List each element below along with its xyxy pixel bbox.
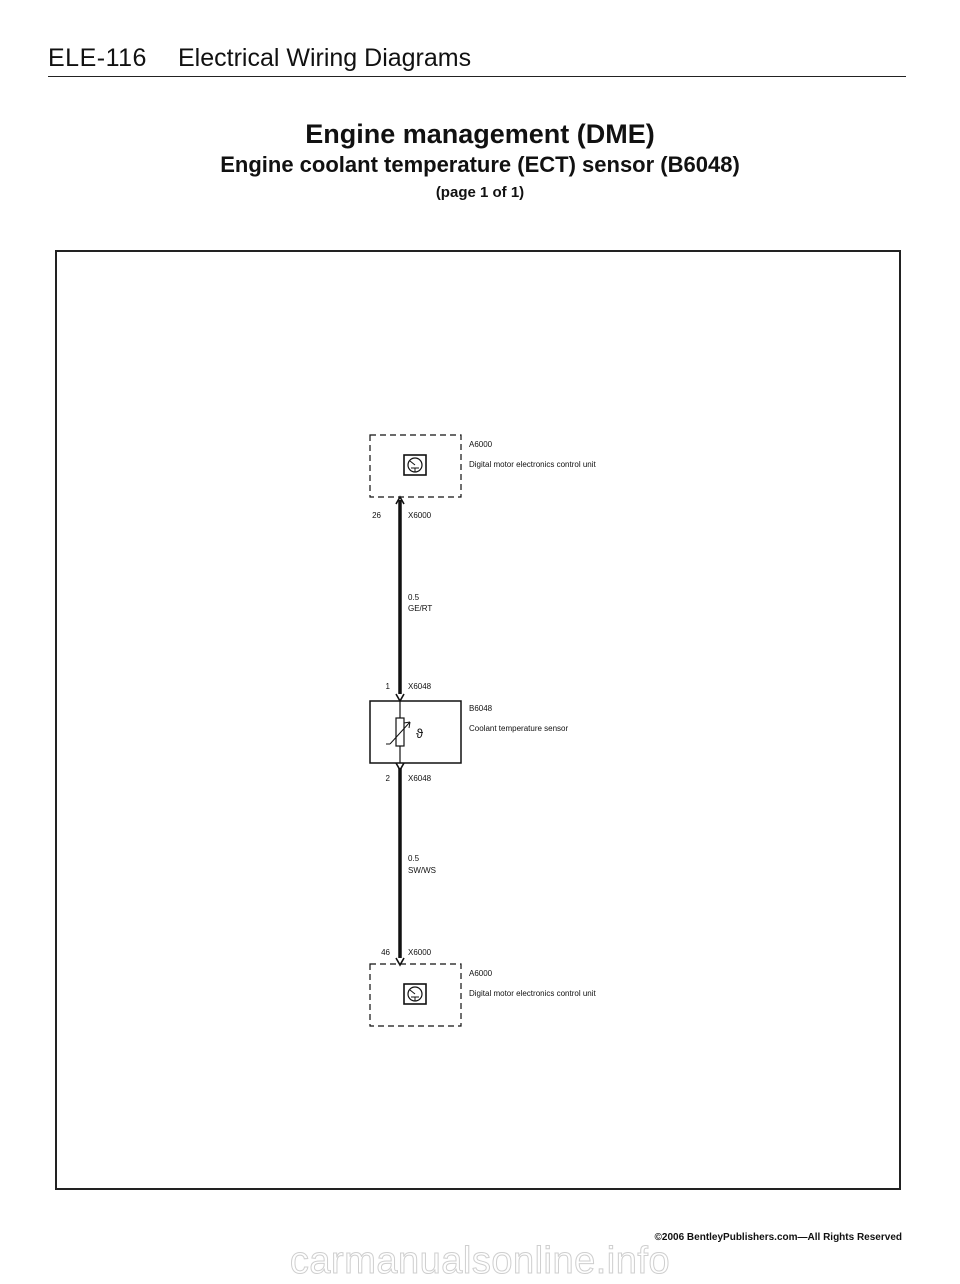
ecu-module-icon bbox=[403, 454, 427, 476]
bottom-module-description: Digital motor electronics control unit bbox=[469, 989, 596, 998]
connector-top-id: X6000 bbox=[408, 511, 432, 520]
connector-x6000-top-symbol bbox=[395, 495, 405, 505]
sensor-pin2-number: 2 bbox=[386, 774, 391, 783]
sensor-box bbox=[369, 700, 462, 764]
connector-x6048-pin1-symbol bbox=[395, 693, 405, 703]
page-header: ELE-116 Electrical Wiring Diagrams bbox=[48, 40, 906, 80]
sensor-pin1-number: 1 bbox=[386, 682, 391, 691]
copyright-notice: ©2006 BentleyPublishers.com—All Rights R… bbox=[654, 1232, 902, 1243]
sensor-pin1-connector: X6048 bbox=[408, 682, 432, 691]
top-module-id: A6000 bbox=[469, 440, 493, 449]
sensor-id: B6048 bbox=[469, 704, 493, 713]
thermistor-icon bbox=[386, 717, 411, 747]
connector-top-pin: 26 bbox=[372, 511, 381, 520]
watermark: carmanualsonline.info bbox=[289, 1240, 671, 1283]
diagram-title: Engine management (DME) bbox=[305, 119, 655, 149]
ecu-module-icon bbox=[403, 983, 427, 1005]
top-module-box bbox=[369, 434, 462, 498]
wire-top-gauge: 0.5 bbox=[408, 593, 420, 602]
top-module-description: Digital motor electronics control unit bbox=[469, 460, 596, 469]
section-title: Electrical Wiring Diagrams bbox=[178, 44, 472, 72]
header-rule bbox=[48, 76, 906, 77]
page-code: ELE-116 bbox=[48, 44, 147, 72]
connector-bottom-pin: 46 bbox=[381, 948, 390, 957]
connector-x6000-bottom-symbol bbox=[395, 957, 405, 967]
page-indicator: (page 1 of 1) bbox=[435, 184, 525, 201]
bottom-module-box bbox=[369, 963, 462, 1027]
wire-bottom-color: SW/WS bbox=[408, 866, 436, 875]
wire-top-color: GE/RT bbox=[408, 604, 432, 613]
diagram-titles: Engine management (DME) Engine coolant t… bbox=[0, 118, 960, 206]
sensor-pin2-connector: X6048 bbox=[408, 774, 432, 783]
diagram-frame bbox=[55, 250, 901, 1190]
temperature-symbol: ϑ bbox=[416, 726, 424, 741]
wire-bottom-gauge: 0.5 bbox=[408, 854, 420, 863]
connector-bottom-id: X6000 bbox=[408, 948, 432, 957]
diagram-subtitle: Engine coolant temperature (ECT) sensor … bbox=[220, 152, 740, 177]
bottom-module-id: A6000 bbox=[469, 969, 493, 978]
sensor-description: Coolant temperature sensor bbox=[469, 724, 569, 733]
